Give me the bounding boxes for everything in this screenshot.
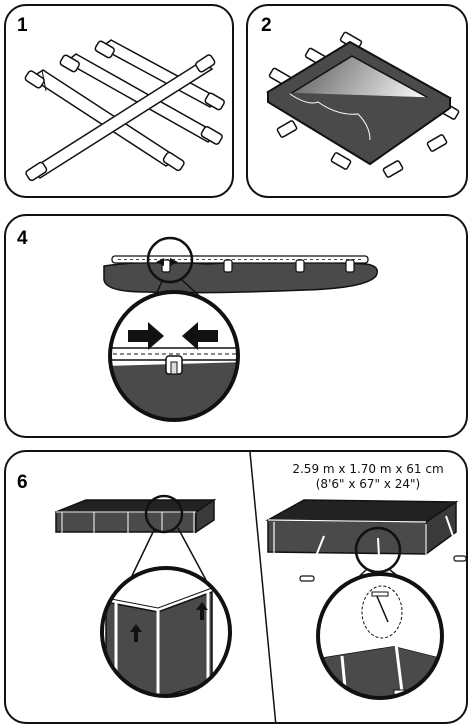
step-6-number: 6 xyxy=(17,472,28,493)
frame-connect-illustration xyxy=(103,236,378,422)
step-2-number: 2 xyxy=(261,15,272,36)
step-1-number: 1 xyxy=(17,15,28,36)
pool-dimensions: 2.59 m x 1.70 m x 61 cm (8'6" x 67" x 24… xyxy=(268,462,466,492)
step-1-panel: 1 xyxy=(4,4,234,198)
step-6-panel: 6 2.59 m x 1.70 m x 61 cm (8'6" x 67" x … xyxy=(4,450,468,724)
liner-illustration xyxy=(266,31,460,178)
panel-divider xyxy=(249,452,277,722)
dimensions-imperial: (8'6" x 67" x 24") xyxy=(315,477,421,491)
straps-illustration xyxy=(24,39,225,182)
pool-illustration xyxy=(55,452,466,722)
step-2-panel: 2 xyxy=(246,4,468,198)
step-4-number: 4 xyxy=(17,228,28,249)
step-4-panel: 4 xyxy=(4,214,468,438)
dimensions-metric: 2.59 m x 1.70 m x 61 cm xyxy=(292,462,444,476)
